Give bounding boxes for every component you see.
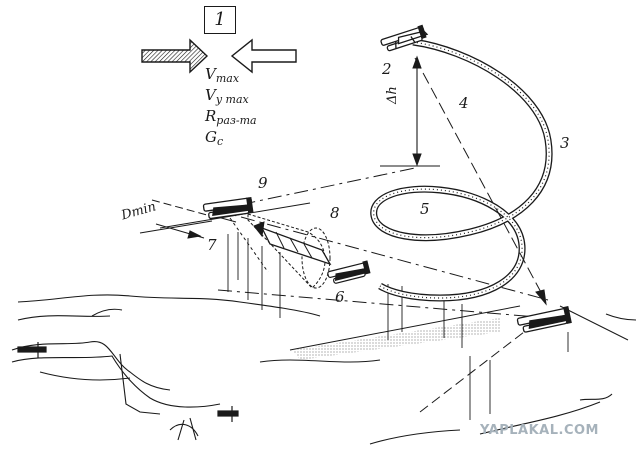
- formula-r-razv: Rраз-та: [205, 107, 257, 127]
- spiral-ribbon: [370, 38, 553, 302]
- watermark: YAPLAKAL.COM: [480, 423, 599, 438]
- formula-block: Vmax Vy max Rраз-та Gc: [205, 64, 257, 148]
- hatched-arrow: [141, 38, 209, 74]
- label-4: 4: [459, 94, 469, 112]
- plane-9: [202, 196, 254, 220]
- label-7: 7: [207, 236, 217, 254]
- formula-vy-max: Vy max: [205, 86, 249, 106]
- plane-bottom-right: [516, 305, 572, 333]
- delta-h-arrow: [380, 55, 440, 167]
- label-5: 5: [420, 200, 430, 218]
- dive-line: [414, 57, 547, 306]
- formula-g-c: Gc: [205, 128, 224, 148]
- legend-box-label: 1: [214, 9, 226, 30]
- ground-plane-left: [17, 342, 47, 358]
- legend-box: 1: [204, 6, 236, 34]
- label-3: 3: [560, 134, 570, 152]
- sight-cone: [247, 213, 332, 289]
- label-9: 9: [258, 174, 268, 192]
- hatched-verticals: [227, 232, 569, 420]
- plane-6: [327, 260, 371, 284]
- label-6: 6: [335, 288, 345, 306]
- ground-shade: [292, 318, 500, 360]
- dmin-arrow: [155, 223, 205, 239]
- label-8: 8: [330, 204, 340, 222]
- label-2: 2: [382, 60, 392, 78]
- label-delta-h: Δh: [385, 86, 400, 104]
- plane-2: [380, 24, 429, 52]
- formula-v-max: Vmax: [205, 65, 240, 85]
- terrain: [11, 294, 637, 445]
- white-arrow: [230, 38, 297, 74]
- ground-plane-right: [217, 406, 239, 422]
